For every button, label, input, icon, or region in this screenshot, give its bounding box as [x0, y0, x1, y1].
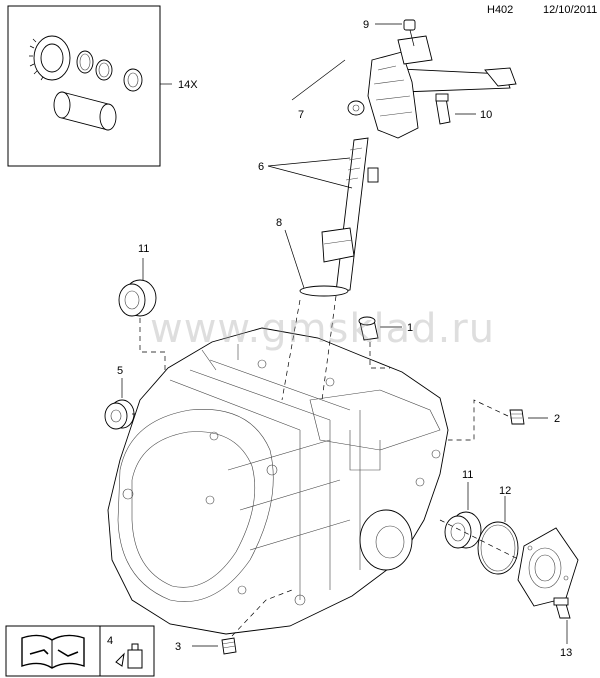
bolt-10 — [435, 93, 451, 125]
o-ring-8 — [299, 285, 349, 297]
callout-3: 3 — [175, 641, 181, 653]
callout-11-right: 11 — [462, 469, 473, 481]
callout-5: 5 — [117, 365, 123, 377]
snap-ring-2 — [95, 59, 113, 81]
callout-2: 2 — [554, 413, 560, 425]
callout-6: 6 — [258, 161, 264, 173]
seal-5 — [104, 399, 135, 430]
diagram-code: H402 — [487, 4, 514, 16]
seal-11-upper — [118, 279, 157, 317]
watermark: www.gmsklad.ru — [150, 306, 496, 352]
needle-bearing-sleeve — [53, 91, 117, 131]
cap-9 — [403, 19, 416, 31]
diagram-date: 12/10/2011 — [543, 4, 598, 16]
callout-13: 13 — [560, 647, 572, 659]
o-ring-12 — [477, 521, 519, 575]
lubricant-bottle-icon — [115, 643, 143, 669]
plug-3 — [221, 637, 237, 655]
callout-9: 9 — [363, 19, 369, 31]
snap-ring-1 — [76, 50, 94, 74]
callout-kit: 14X — [178, 79, 198, 91]
callout-11-upper: 11 — [138, 243, 149, 255]
callout-4: 4 — [107, 635, 113, 647]
callout-8: 8 — [276, 217, 282, 229]
synchronizer-ring — [29, 35, 71, 81]
plug-2 — [509, 409, 525, 425]
bearing-race — [123, 68, 143, 92]
callout-7: 7 — [298, 109, 304, 121]
callout-12: 12 — [499, 485, 511, 497]
shift-control-assembly — [299, 29, 517, 297]
transmission-case — [107, 327, 449, 635]
bolt-13 — [553, 597, 571, 619]
service-manual-icon — [21, 634, 85, 669]
seal-11-right — [444, 511, 482, 549]
repair-kit-inset — [7, 5, 172, 167]
callout-10: 10 — [480, 109, 492, 121]
cover-plate — [517, 527, 579, 607]
plug-1 — [358, 316, 379, 341]
callout-1: 1 — [407, 322, 413, 334]
legend-box — [5, 625, 155, 677]
